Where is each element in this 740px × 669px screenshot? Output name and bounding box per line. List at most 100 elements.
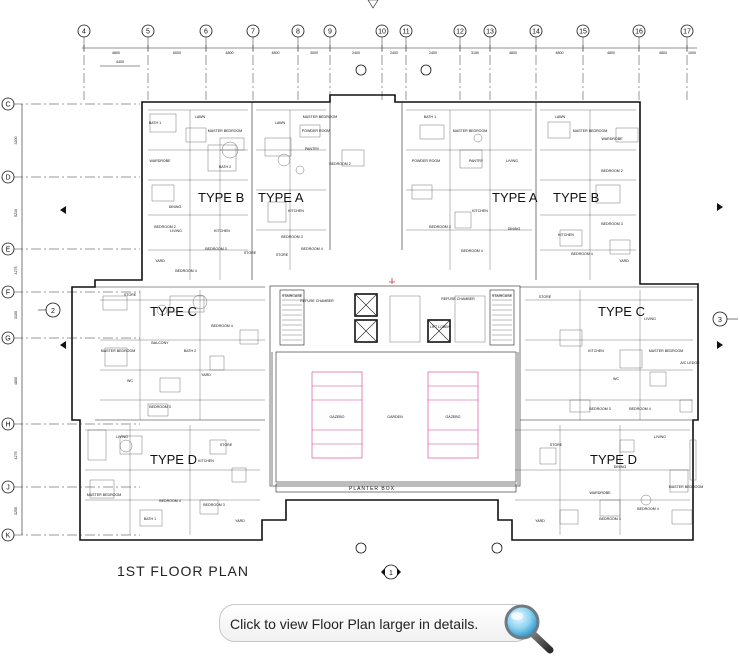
room-label: BEDROOM 2 (601, 169, 623, 173)
unit-type-label: TYPE A (492, 190, 538, 205)
unit-type-label: TYPE D (590, 452, 637, 467)
room-label: WARDROBE (149, 159, 171, 163)
room-label: DINING (614, 465, 627, 469)
grid-bubble-left (1, 285, 15, 299)
furniture-table (277, 153, 291, 167)
room-label: BEDROOM 4 (461, 249, 483, 253)
room-label: BEDROOM 3 (281, 235, 303, 239)
furniture-piece (559, 509, 579, 525)
grid-label-left: H (5, 422, 10, 429)
room-label: BATH 2 (184, 349, 196, 353)
room-label: BATH 1 (424, 115, 436, 119)
room-label: BEDROOM 4 (175, 269, 197, 273)
grid-bubble-top (375, 24, 389, 38)
grid-label-left: K (6, 533, 11, 540)
furniture-piece (264, 137, 292, 157)
dimension-label: 2400 (352, 51, 360, 55)
section-marker-right: 3 (712, 203, 738, 349)
room-label: STORE (220, 443, 233, 447)
room-label: STORE (276, 253, 289, 257)
furniture-piece (299, 124, 321, 138)
grid-bubble-top (77, 24, 91, 38)
grid-bubble-top (680, 24, 694, 38)
core-label: STAIRCASE (282, 294, 303, 298)
room-label: LIVING (116, 435, 128, 439)
view-larger-label: Click to view Floor Plan larger in detai… (230, 616, 479, 632)
grid-bubble-top (141, 24, 155, 38)
bottom-section-marker: 1 (381, 564, 401, 580)
room-label: WC (613, 377, 619, 381)
dimension-label-left: 4275 (14, 452, 18, 460)
magnifier-icon[interactable] (500, 602, 558, 654)
furniture-piece (209, 439, 227, 455)
grid-label-top: 13 (486, 29, 494, 36)
room-label: BALCONY (151, 341, 169, 345)
furniture-table (473, 133, 483, 143)
room-label: YARD (235, 519, 245, 523)
furniture-piece (619, 439, 635, 453)
room-label: STORE (550, 443, 563, 447)
room-label: BATH 1 (144, 517, 156, 521)
room-label: LIVING (506, 159, 518, 163)
unit-type-label: TYPE C (150, 304, 197, 319)
room-label: A/C LEDGE (680, 361, 700, 365)
dimension-label: 4800 (272, 51, 280, 55)
furniture-piece (615, 127, 639, 143)
core-label: LIFT LOBBY (430, 325, 451, 329)
grid-label-left: E (6, 247, 11, 254)
furniture-piece (89, 479, 115, 499)
grid-bubble-left (1, 331, 15, 345)
room-label: BATH 1 (149, 121, 161, 125)
furniture-piece (149, 113, 177, 133)
room-label: YARD (535, 519, 545, 523)
dimension-label: 1000 (688, 51, 696, 55)
room-label: PANTRY (305, 147, 320, 151)
view-larger-button[interactable]: Click to view Floor Plan larger in detai… (219, 604, 531, 642)
furniture-piece (185, 127, 207, 143)
furniture-piece (689, 439, 697, 481)
furniture-table (640, 494, 652, 506)
room-label: BEDROOM 2 (154, 225, 176, 229)
grid-bubble-left (1, 242, 15, 256)
grid-label-left: G (5, 336, 10, 343)
grid-label-left: F (6, 290, 10, 297)
grid-label-top: 11 (402, 29, 409, 36)
unit-partitions (85, 109, 693, 535)
room-label: POWDER ROOM (302, 129, 330, 133)
grid-bubble-top (529, 24, 543, 38)
furniture-fixtures (87, 113, 697, 527)
furniture-piece (619, 349, 643, 369)
room-label: BEDROOM 3 (429, 225, 451, 229)
furniture-piece (147, 403, 169, 417)
grid-label-left: J (6, 485, 10, 492)
room-label: BEDROOM 4 (571, 252, 593, 256)
grid-label-top: 12 (456, 29, 464, 36)
svg-text:3: 3 (718, 317, 722, 324)
room-label: WARDROBE (589, 491, 611, 495)
central-courtyard: GAZEBO GARDEN GAZEBO PLANTER BOX (275, 351, 517, 493)
dimension-label: 2400 (390, 51, 398, 55)
furniture-piece (87, 429, 107, 461)
grid-label-top: 17 (683, 29, 691, 36)
svg-text:PLANTER BOX: PLANTER BOX (349, 486, 395, 492)
grid-label-top: 10 (378, 29, 386, 36)
room-label: YARD (155, 259, 165, 263)
room-label: POWDER ROOM (412, 159, 440, 163)
furniture-piece (239, 329, 259, 345)
dimension-label: 4800 (226, 51, 234, 55)
svg-text:GAZEBO: GAZEBO (330, 415, 345, 419)
room-label: BEDROOM 2 (329, 162, 351, 166)
room-label: MASTER BEDROOM (87, 493, 122, 497)
furniture-table (156, 304, 168, 316)
furniture-piece (649, 371, 667, 387)
section-marker-left: 2 (38, 206, 66, 349)
building-outline (71, 94, 699, 541)
furniture-table (119, 439, 133, 453)
furniture-piece (199, 499, 219, 515)
room-label: LAWN (195, 115, 206, 119)
room-label: BEDROOM 3 (599, 517, 621, 521)
grid-bubble-left (1, 170, 15, 184)
